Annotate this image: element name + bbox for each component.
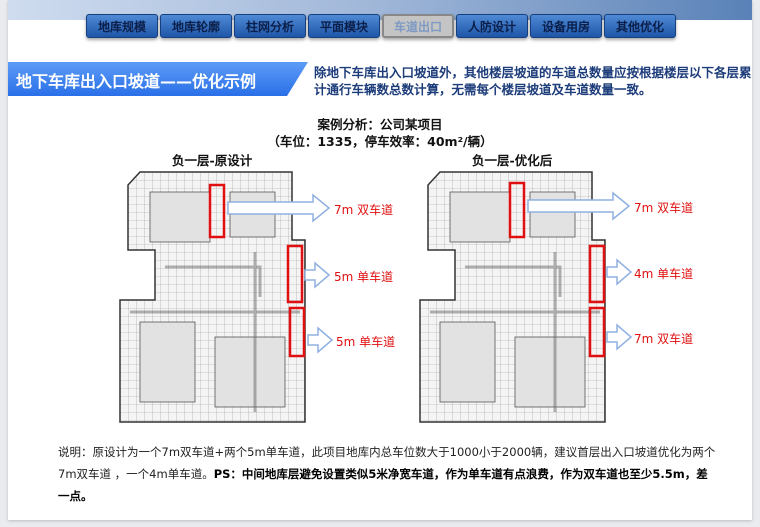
plan-title-original: 负一层-原设计 <box>172 153 253 168</box>
arrow-icon <box>527 191 631 221</box>
ramp-highlight <box>588 306 606 358</box>
arrow-icon <box>606 258 633 286</box>
lane-label: 4m 单车道 <box>634 267 694 281</box>
tab-garage-scale[interactable]: 地库规模 <box>86 14 158 38</box>
section-banner: 地下车库出入口坡道——优化示例 <box>8 62 308 96</box>
ramp-highlight <box>286 244 304 304</box>
arrow-icon <box>307 326 334 354</box>
nav-tabs: 地库规模 地库轮廓 柱网分析 平面模块 车道出口 人防设计 设备用房 其他优化 <box>86 14 676 38</box>
lane-label: 5m 单车道 <box>334 270 394 284</box>
arrow-icon <box>304 261 331 289</box>
ramp-highlight <box>508 181 526 239</box>
ramp-highlight <box>288 306 306 358</box>
tab-plan-module[interactable]: 平面模块 <box>308 14 380 38</box>
lane-label: 7m 双车道 <box>334 203 394 217</box>
arrow-icon <box>606 323 633 351</box>
lane-label: 5m 单车道 <box>336 335 396 349</box>
tab-column-grid[interactable]: 柱网分析 <box>234 14 306 38</box>
tab-garage-outline[interactable]: 地库轮廓 <box>160 14 232 38</box>
plan-title-optimized: 负一层-优化后 <box>472 153 553 168</box>
arrow-icon <box>227 193 331 223</box>
case-title: 案例分析：公司某项目 <box>317 117 443 132</box>
tab-other-optimization[interactable]: 其他优化 <box>604 14 676 38</box>
note-text: 说明：原设计为一个7m双车道+两个5m单车道，此项目地库内总车位数大于1000小… <box>58 445 716 481</box>
explanation-note: 说明：原设计为一个7m双车道+两个5m单车道，此项目地库内总车位数大于1000小… <box>58 441 718 507</box>
tab-ramp-exit[interactable]: 车道出口 <box>382 14 454 38</box>
ramp-highlight <box>588 244 606 304</box>
tab-civil-defense[interactable]: 人防设计 <box>456 14 528 38</box>
intro-text: 除地下车库出入口坡道外，其他楼层坡道的车道总数量应按根据楼层以下各层累计通行车辆… <box>314 65 752 97</box>
ramp-highlight <box>208 183 226 239</box>
lane-label: 7m 双车道 <box>634 201 694 215</box>
note-ps: PS：中间地库层避免设置类似5米净宽车道，作为单车道有点浪费，作为双车道也至少5… <box>58 467 708 503</box>
case-subtitle: （车位：1335，停车效率：40m²/辆） <box>267 134 493 149</box>
tab-equipment-room[interactable]: 设备用房 <box>530 14 602 38</box>
lane-label: 7m 双车道 <box>634 332 694 346</box>
